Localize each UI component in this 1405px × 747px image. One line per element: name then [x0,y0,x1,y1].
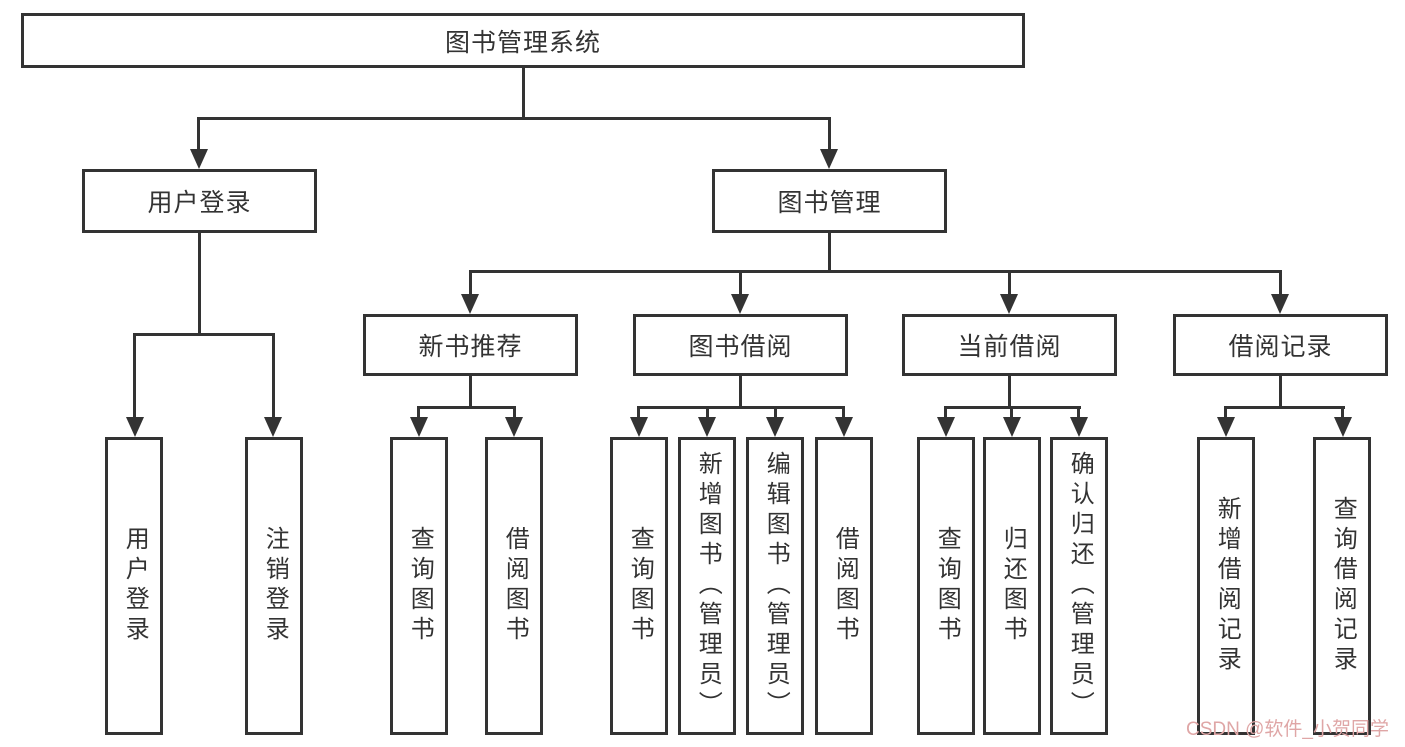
connector-line [469,272,472,297]
connector-line [1008,376,1011,409]
connector-line [944,406,1081,409]
leaf-label: 借阅图书 [831,526,859,646]
watermark: CSDN @软件_小贺同学 [1186,719,1389,740]
arrowhead-down-icon [1334,417,1352,437]
connector-line [774,408,777,419]
connector-line [739,376,742,409]
arrowhead-down-icon [126,417,144,437]
node-user-login: 用户登录 [82,169,317,233]
arrowhead-down-icon [731,294,749,314]
arrowhead-down-icon [820,149,838,169]
connector-line [1224,406,1345,409]
connector-line [1010,408,1013,419]
arrowhead-down-icon [190,149,208,169]
arrowhead-down-icon [937,417,955,437]
connector-line [1224,408,1227,419]
connector-line [1008,272,1011,297]
leaf-borrow-books: 借阅图书 [815,437,873,735]
connector-line [197,117,831,120]
connector-line [739,272,742,297]
arrowhead-down-icon [1271,294,1289,314]
arrowhead-down-icon [766,417,784,437]
leaf-label: 编辑图书（管理员） [762,451,790,721]
connector-line [1279,376,1282,409]
arrowhead-down-icon [1070,417,1088,437]
connector-line [197,119,200,150]
leaf-label: 借阅图书 [501,526,529,646]
connector-line [828,119,831,150]
connector-line [198,233,201,335]
connector-line [469,376,472,409]
leaf-query-books-borrow: 查询图书 [610,437,668,735]
leaf-confirm-return-admin: 确认归还（管理员） [1050,437,1108,735]
arrowhead-down-icon [264,417,282,437]
arrowhead-down-icon [410,417,428,437]
node-current-borrowing: 当前借阅 [902,314,1117,376]
connector-line [637,406,845,409]
connector-line [513,408,516,419]
leaf-return-books: 归还图书 [983,437,1041,735]
connector-line [706,408,709,419]
arrowhead-down-icon [1003,417,1021,437]
leaf-label: 注销登录 [261,526,289,646]
connector-line [133,333,275,336]
node-library-system: 图书管理系统 [21,13,1025,68]
leaf-label: 查询图书 [406,526,434,646]
leaf-query-borrow-record: 查询借阅记录 [1313,437,1371,735]
leaf-label: 查询图书 [626,526,654,646]
arrowhead-down-icon [630,417,648,437]
arrowhead-down-icon [1217,417,1235,437]
leaf-label: 新增借阅记录 [1213,496,1241,676]
connector-line [637,408,640,419]
leaf-label: 查询借阅记录 [1329,496,1357,676]
connector-line [522,68,525,119]
arrowhead-down-icon [505,417,523,437]
connector-line [828,233,831,272]
connector-line [272,335,275,419]
connector-line [1341,408,1344,419]
leaf-query-books-current: 查询图书 [917,437,975,735]
node-new-book-recommendation: 新书推荐 [363,314,578,376]
arrowhead-down-icon [698,417,716,437]
leaf-add-books-admin: 新增图书（管理员） [678,437,736,735]
arrowhead-down-icon [835,417,853,437]
connector-line [417,408,420,419]
arrowhead-down-icon [1000,294,1018,314]
connector-line [469,270,1282,273]
connector-line [1077,408,1080,419]
leaf-add-borrow-record: 新增借阅记录 [1197,437,1255,735]
leaf-query-books-recommend: 查询图书 [390,437,448,735]
leaf-user-login: 用户登录 [105,437,163,735]
arrowhead-down-icon [461,294,479,314]
connector-line [842,408,845,419]
connector-line [1279,272,1282,297]
leaf-logout: 注销登录 [245,437,303,735]
connector-line [133,335,136,419]
node-book-borrowing: 图书借阅 [633,314,848,376]
node-book-management: 图书管理 [712,169,947,233]
connector-line [417,406,516,409]
leaf-edit-books-admin: 编辑图书（管理员） [746,437,804,735]
leaf-label: 用户登录 [121,526,149,646]
leaf-label: 归还图书 [999,526,1027,646]
node-borrowing-records: 借阅记录 [1173,314,1388,376]
connector-line [944,408,947,419]
leaf-borrow-books-recommend: 借阅图书 [485,437,543,735]
leaf-label: 新增图书（管理员） [694,451,722,721]
leaf-label: 查询图书 [933,526,961,646]
leaf-label: 确认归还（管理员） [1066,451,1094,721]
